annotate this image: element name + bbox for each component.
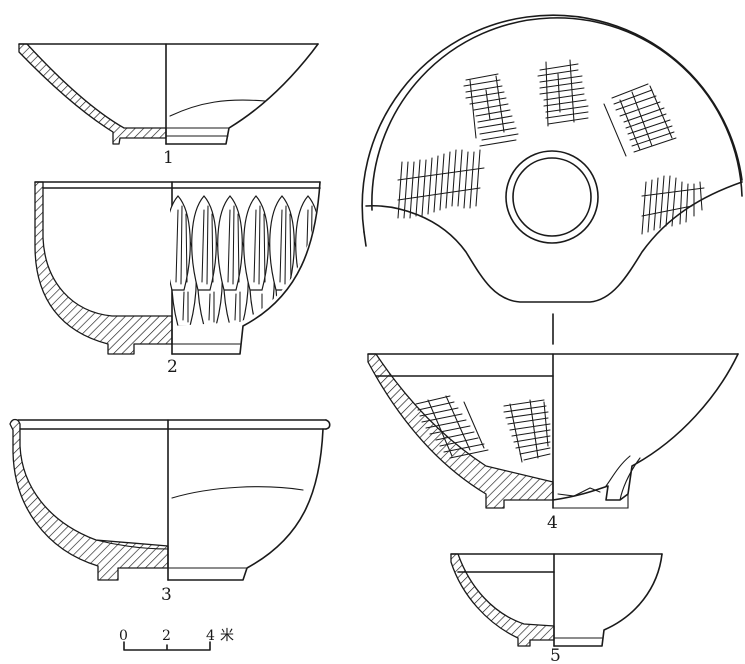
bowl-4-top-view [361, 14, 743, 345]
bowl-4-profile [367, 353, 739, 509]
scale-tick-0: 0 [119, 628, 128, 644]
script-decoration-top-view [397, 59, 705, 235]
scale-unit: 米 [220, 628, 234, 644]
bowl-1-section [18, 43, 167, 145]
bowl-2-drawing: 2 [34, 181, 321, 377]
scale-tick-4: 4 [206, 628, 215, 644]
bowl-4-drawing: 4 [367, 353, 739, 533]
figure-number-1: 1 [163, 148, 174, 168]
bowl-2-section [34, 181, 173, 355]
scale-bar: 0 2 4 米 [119, 628, 234, 651]
scale-tick-2: 2 [162, 628, 171, 644]
bowl-3-drawing: 3 [9, 418, 331, 605]
figure-number-4: 4 [547, 513, 558, 533]
bowl-3-section [9, 418, 169, 581]
lotus-petal-decoration [170, 195, 320, 326]
figure-number-5: 5 [550, 646, 561, 664]
bowl-1-drawing: 1 [18, 43, 319, 168]
bowl-4-section [367, 353, 554, 509]
script-decoration-section [415, 395, 551, 463]
bowl-5-section [450, 553, 555, 647]
bowl-1-profile [18, 43, 319, 145]
bowl-5-profile [450, 553, 663, 647]
figure-number-2: 2 [167, 357, 178, 377]
figure-number-3: 3 [161, 585, 172, 605]
bowl-5-drawing: 5 [450, 553, 663, 664]
bowl-3-profile [17, 419, 331, 581]
